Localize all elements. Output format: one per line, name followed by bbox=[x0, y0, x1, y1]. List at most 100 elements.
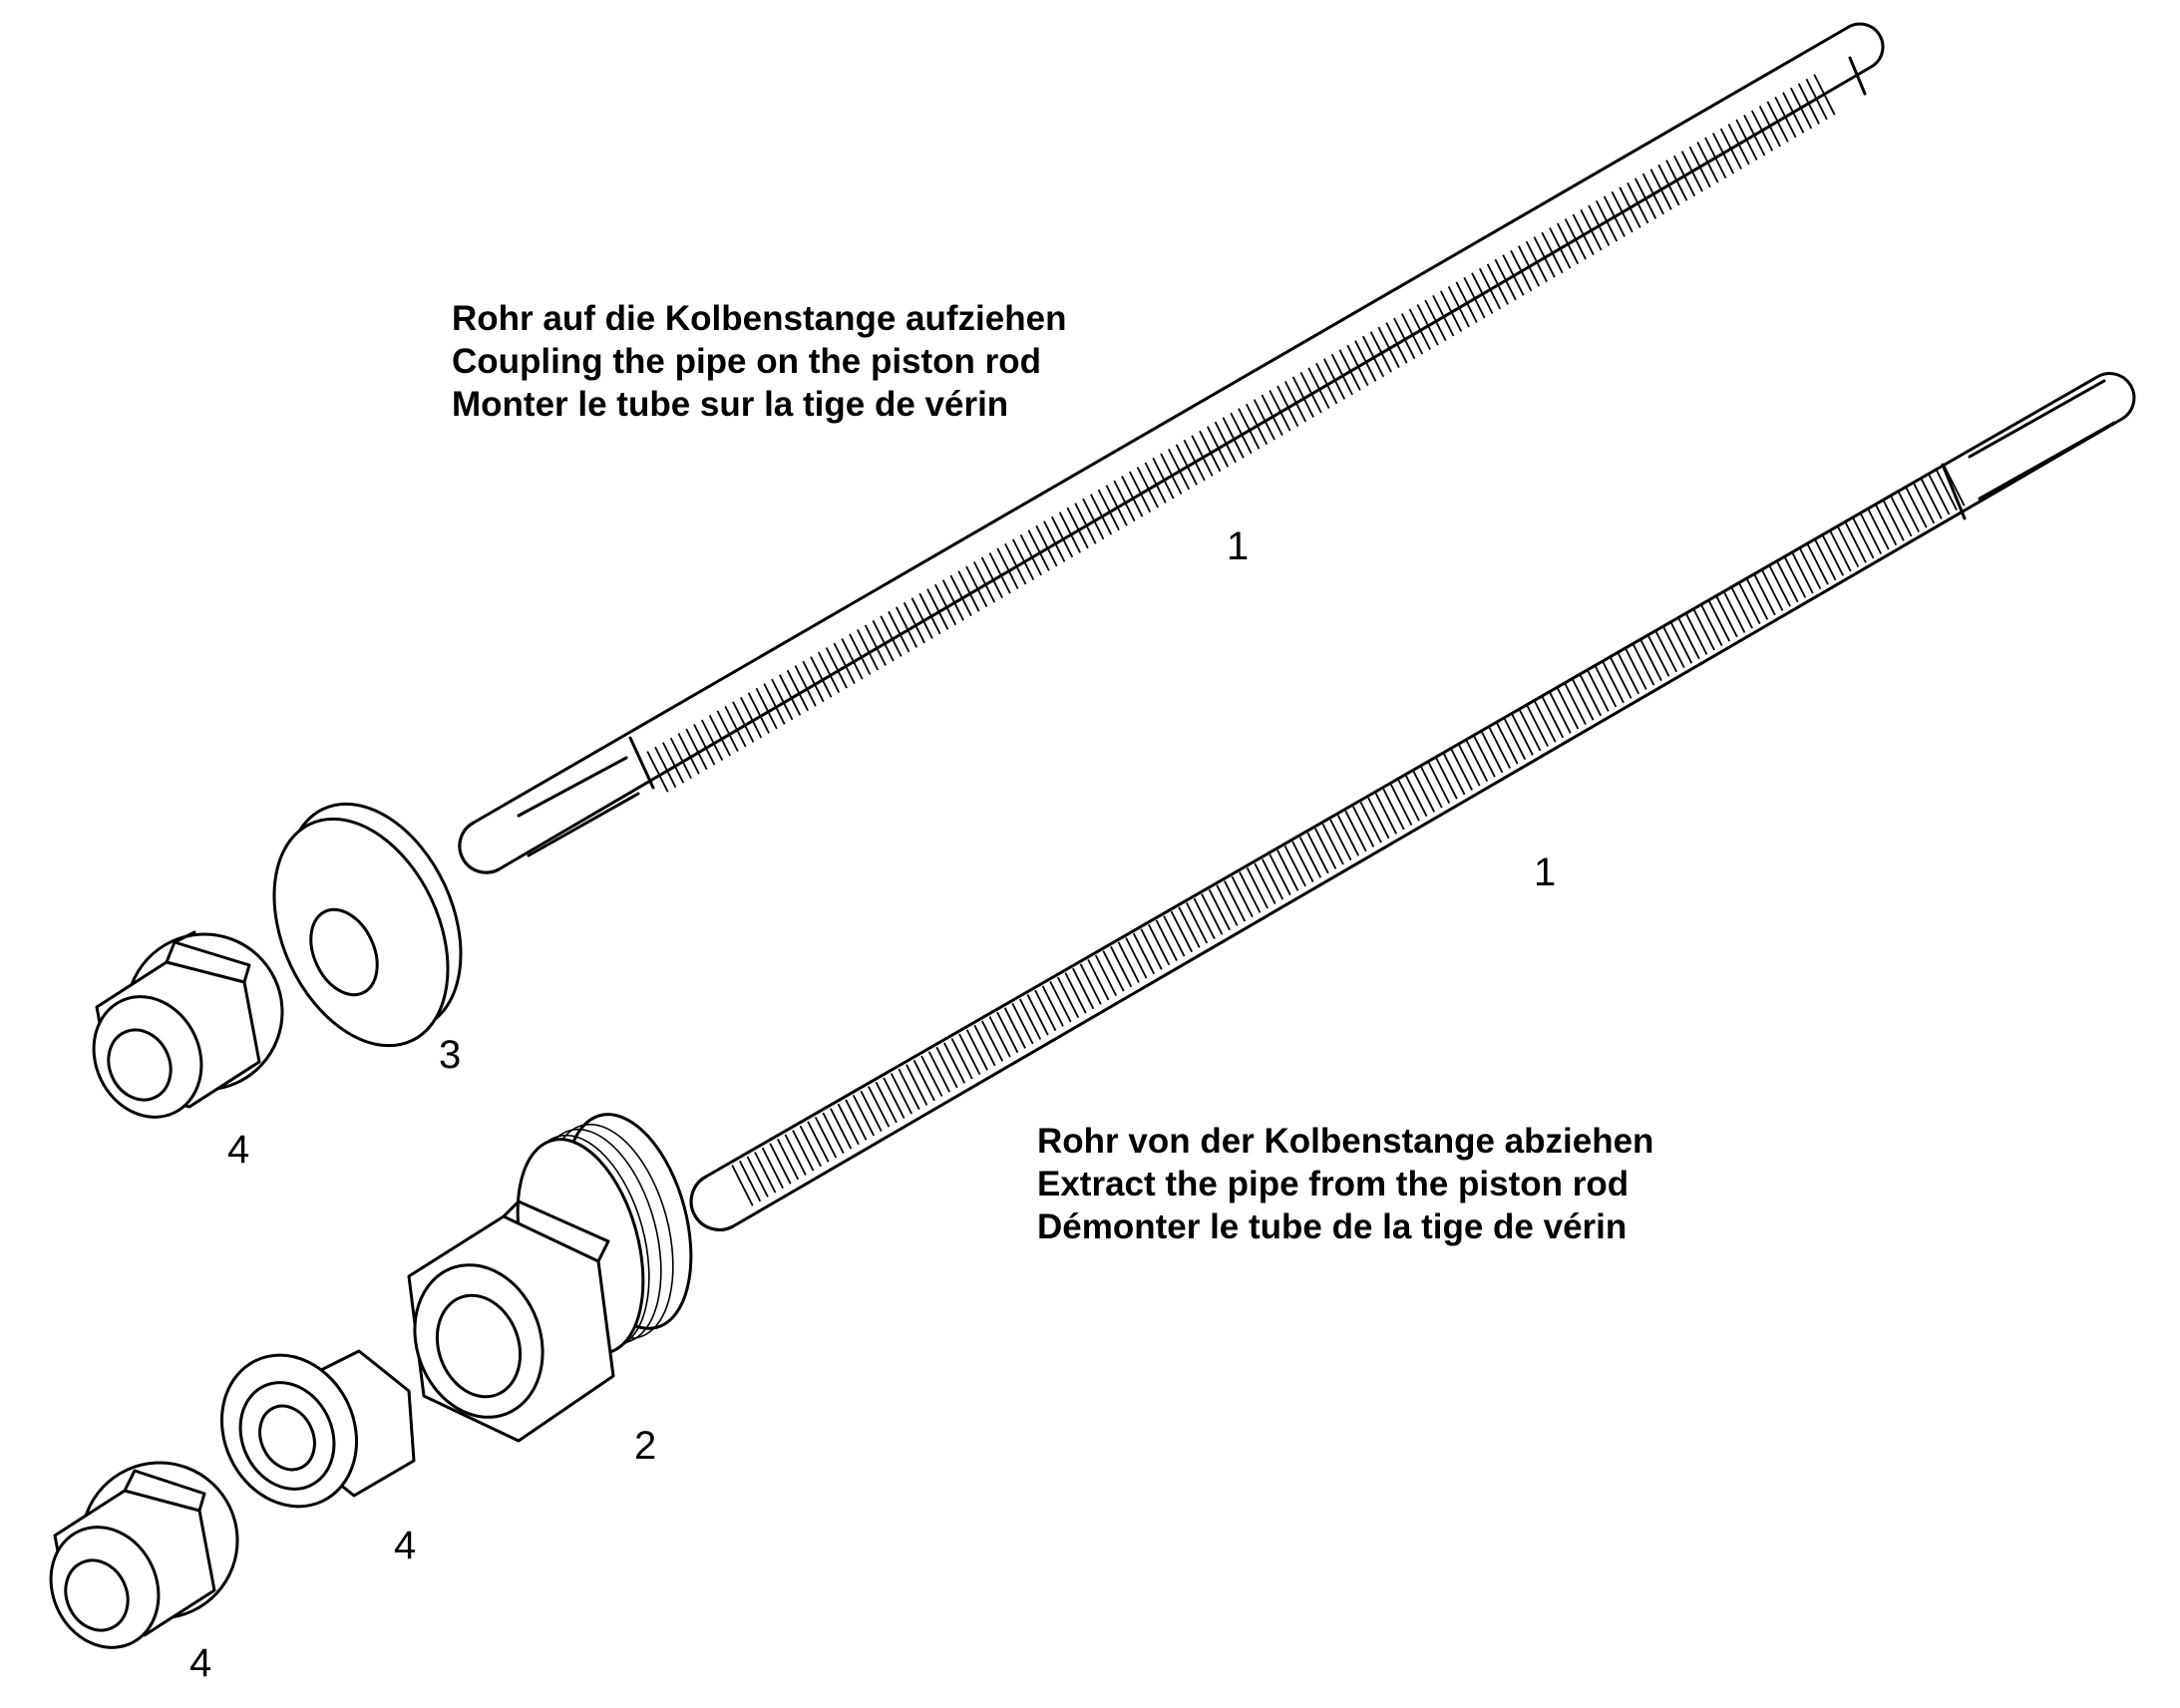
thread-ridge bbox=[1696, 142, 1719, 183]
thread-ridge bbox=[1669, 622, 1693, 664]
thread-ridge bbox=[845, 1099, 868, 1141]
thread-ridge bbox=[1619, 186, 1641, 228]
thread-ridge bbox=[685, 728, 708, 771]
thread-ridge bbox=[833, 642, 856, 685]
thread-ridge bbox=[910, 597, 933, 639]
thread-ridge bbox=[1890, 495, 1913, 537]
thread-ridge bbox=[1634, 177, 1657, 219]
thread-ridge bbox=[1397, 780, 1420, 822]
thread-ridge bbox=[1183, 439, 1206, 482]
thread-ridge bbox=[1369, 331, 1392, 373]
thread-ridge bbox=[895, 606, 918, 648]
thread-ridge bbox=[1352, 806, 1375, 848]
thread-ridge bbox=[1097, 489, 1120, 531]
thread-ridge bbox=[996, 547, 1019, 589]
thread-ridge bbox=[1354, 340, 1377, 382]
thread-ridge bbox=[1214, 421, 1237, 464]
thread-ridge bbox=[830, 1108, 853, 1150]
thread-ridge bbox=[1541, 696, 1565, 739]
thread-ridge bbox=[1572, 679, 1595, 721]
thread-ridge bbox=[786, 669, 809, 712]
thread-ridge bbox=[1128, 471, 1152, 513]
thread-ridge bbox=[988, 552, 1011, 594]
thread-ridge bbox=[1175, 444, 1198, 486]
thread-ridge bbox=[1715, 595, 1738, 638]
part-number-rod-top: 1 bbox=[1227, 524, 1250, 568]
thread-ridge bbox=[1344, 810, 1367, 853]
thread-ridge bbox=[1299, 371, 1322, 414]
thread-ridge bbox=[1074, 503, 1097, 544]
thread-ridge bbox=[825, 647, 848, 689]
thread-ridge bbox=[1336, 815, 1360, 856]
thread-ridge bbox=[1160, 453, 1183, 495]
thread-ridge bbox=[1307, 367, 1330, 409]
thread-ridge bbox=[1680, 151, 1703, 192]
thread-ridge bbox=[1089, 494, 1113, 535]
thread-ridge bbox=[903, 601, 925, 644]
thread-ridge bbox=[1549, 692, 1572, 734]
part-number-washer: 3 bbox=[439, 1033, 462, 1077]
thread-ridge bbox=[1245, 403, 1269, 446]
thread-ridge bbox=[888, 610, 910, 653]
thread-ridge bbox=[763, 683, 786, 725]
thread-ridge bbox=[1813, 74, 1836, 116]
adapter-fitting bbox=[407, 1113, 693, 1443]
thread-ridge bbox=[1758, 105, 1781, 148]
thread-ridge bbox=[700, 719, 724, 761]
thread-ridge bbox=[817, 651, 841, 694]
thread-ridge bbox=[918, 592, 941, 635]
thread-ridge bbox=[856, 628, 880, 671]
thread-ridge bbox=[852, 1094, 876, 1137]
thread-ridge bbox=[1427, 762, 1451, 805]
thread-ridge bbox=[965, 565, 988, 608]
thread-ridge bbox=[761, 1147, 784, 1190]
thread-ridge bbox=[1496, 723, 1519, 765]
thread-ridge bbox=[1283, 381, 1307, 423]
thread-ridge bbox=[1882, 500, 1905, 541]
thread-ridge bbox=[1064, 972, 1087, 1014]
thread-ridge bbox=[1829, 530, 1852, 572]
thread-ridge bbox=[1471, 272, 1494, 314]
thread-ridge bbox=[1148, 923, 1171, 966]
thread-ridge bbox=[1672, 155, 1696, 197]
thread-ridge bbox=[1603, 195, 1626, 237]
thread-ridge bbox=[792, 1130, 815, 1172]
thread-ridge bbox=[1283, 845, 1306, 887]
piston-rod-top bbox=[458, 22, 1885, 874]
thread-ridge bbox=[988, 1016, 1011, 1058]
thread-ridge bbox=[1768, 565, 1791, 607]
thread-ridge bbox=[1011, 538, 1035, 580]
thread-ridge bbox=[1435, 758, 1458, 800]
thread-ridge bbox=[1087, 958, 1110, 1001]
thread-ridge bbox=[1700, 604, 1723, 647]
thread-ridge bbox=[1424, 299, 1447, 342]
thread-ridge bbox=[849, 633, 872, 675]
thread-ridge bbox=[646, 751, 669, 793]
thread-ridge bbox=[980, 1020, 1004, 1062]
thread-ridge bbox=[1533, 236, 1556, 278]
thread-ridge bbox=[1867, 509, 1890, 550]
thread-ridge bbox=[1035, 524, 1058, 567]
thread-ridge bbox=[1753, 573, 1776, 616]
thread-ridge bbox=[1685, 613, 1708, 655]
thread-ridge bbox=[1346, 344, 1369, 387]
thread-ridge bbox=[1019, 533, 1042, 576]
thread-ridge bbox=[1034, 989, 1057, 1032]
thread-ridge bbox=[1782, 92, 1805, 134]
thread-ridge bbox=[1222, 417, 1245, 459]
thread-ridge bbox=[1525, 240, 1548, 283]
thread-ridge bbox=[1230, 412, 1253, 455]
thread-ridge bbox=[1662, 626, 1685, 669]
thread-ridge bbox=[1821, 534, 1845, 576]
thread-ridge bbox=[814, 1116, 838, 1159]
thread-ridge bbox=[1776, 560, 1799, 603]
thread-ridge bbox=[941, 579, 964, 621]
thread-ridge bbox=[949, 574, 972, 617]
thread-ridge bbox=[1170, 910, 1194, 953]
caption-extract-en: Extract the pipe from the piston rod bbox=[1037, 1165, 1630, 1203]
thread-ridge bbox=[1564, 683, 1587, 726]
thread-ridge bbox=[1912, 482, 1936, 524]
thread-ridge bbox=[890, 1073, 913, 1115]
thread-ridge bbox=[1223, 880, 1247, 922]
thread-ridge bbox=[1239, 871, 1262, 913]
